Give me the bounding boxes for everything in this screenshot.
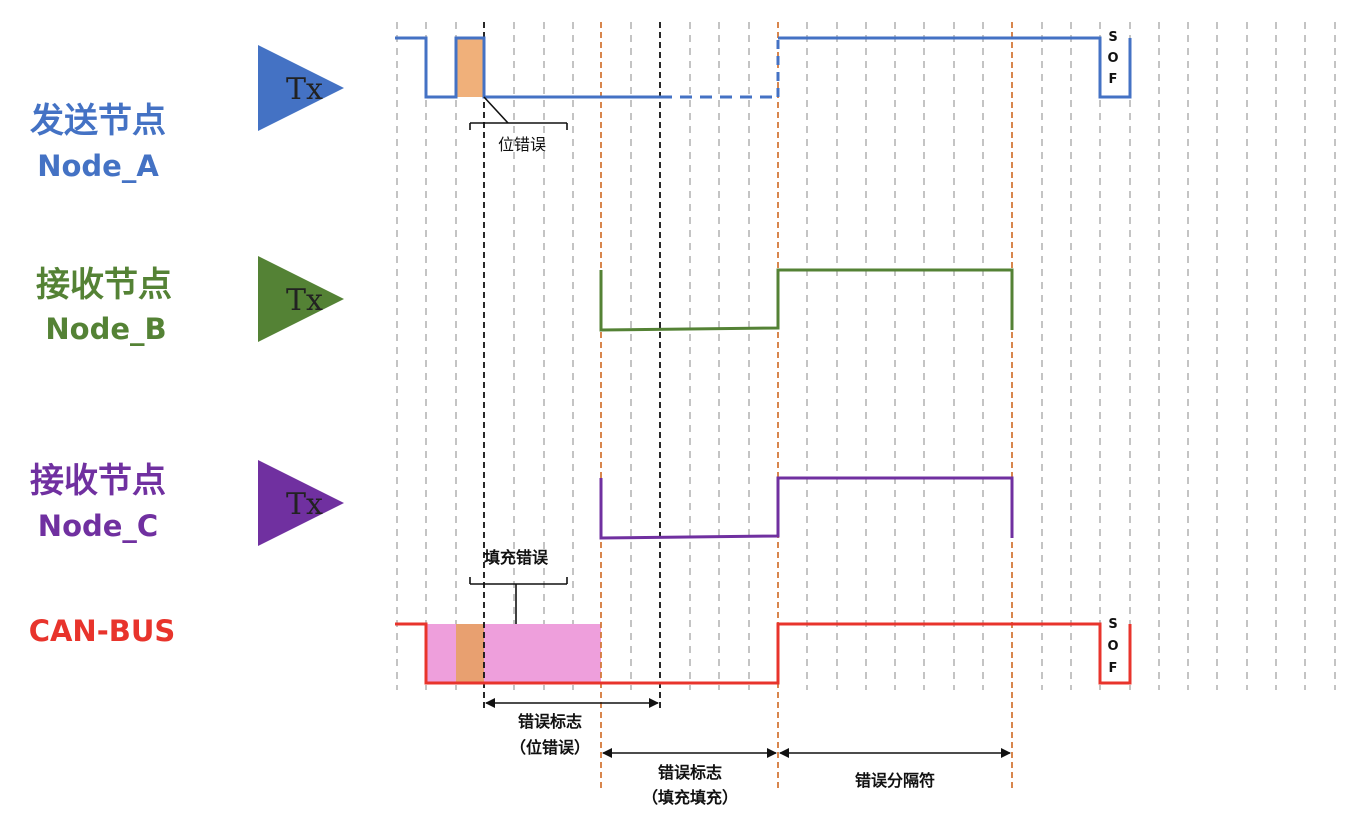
- error-flag-bit-label-line1: 错误标志: [518, 712, 582, 731]
- node-a-tx-triangle: [258, 45, 344, 131]
- bus-stuff-error-highlight: [426, 624, 601, 683]
- node-b-name: Node_B: [45, 312, 166, 346]
- sof-letter: S: [1108, 617, 1117, 632]
- node-a-tx-label: Tx: [286, 72, 323, 107]
- node-b-tx-triangle: [258, 256, 344, 342]
- stuff-error-callout: [469, 577, 568, 624]
- sof-letter: O: [1107, 639, 1118, 654]
- stuff-error-label: 填充错误: [484, 548, 549, 567]
- sof-letter: F: [1109, 72, 1118, 87]
- error-flag-bit-label-line2: （位错误）: [510, 738, 590, 757]
- node-b-waveform: [599, 268, 1014, 332]
- node-c-title: 接收节点: [30, 461, 166, 501]
- sof-letter: S: [1108, 30, 1117, 45]
- node-b-title: 接收节点: [36, 265, 172, 305]
- node-c-waveform: [599, 476, 1014, 540]
- node-a-waveform: [395, 36, 1132, 99]
- bit-error-callout: [469, 96, 568, 130]
- error-flag-stuff-label-line2: （填充填充）: [642, 788, 738, 807]
- error-delimiter-label: 错误分隔符: [855, 771, 935, 790]
- sof-letter: F: [1109, 661, 1118, 676]
- node-a-sof-label: S O F: [1107, 30, 1118, 87]
- error-flag-stuff-label-line1: 错误标志: [658, 763, 722, 782]
- bit-error-label: 位错误: [498, 135, 546, 154]
- node-a-name: Node_A: [37, 149, 159, 183]
- node-c-tx-label: Tx: [286, 487, 323, 522]
- node-c-name: Node_C: [38, 509, 158, 543]
- sof-letter: O: [1107, 51, 1118, 66]
- can-bus-label: CAN-BUS: [29, 614, 176, 648]
- can-bus-waveform: [395, 622, 1132, 685]
- node-c-tx-triangle: [258, 460, 344, 546]
- bus-error-bit-highlight: [456, 624, 484, 683]
- node-a-title: 发送节点: [30, 101, 166, 141]
- node-b-tx-label: Tx: [286, 283, 323, 318]
- node-a-error-bit-highlight: [456, 38, 484, 97]
- bus-sof-label: S O F: [1107, 617, 1118, 676]
